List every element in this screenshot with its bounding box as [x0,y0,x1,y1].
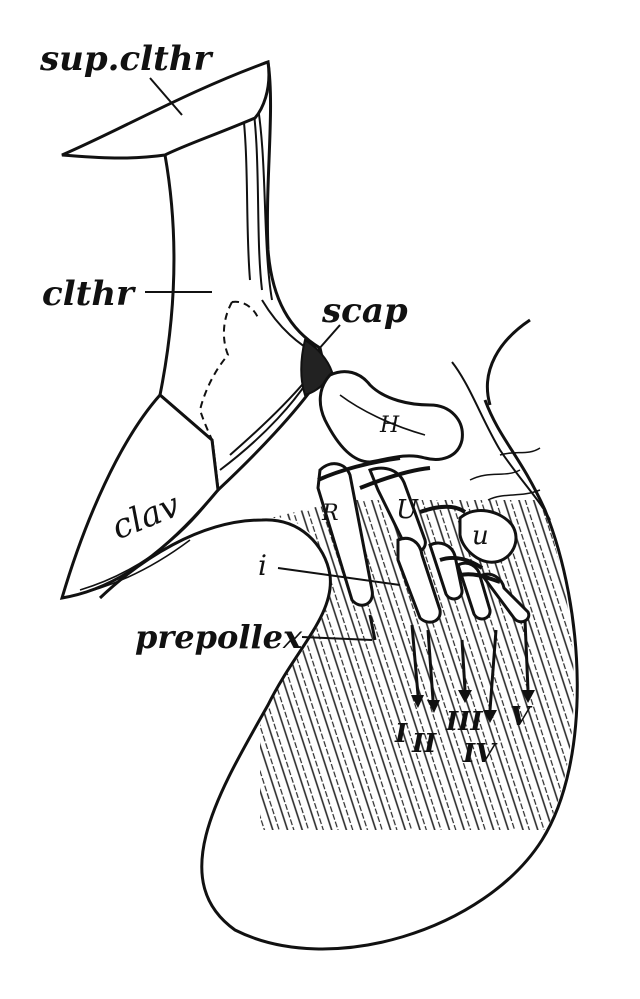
label-digit-4: IV [462,739,498,769]
carpal-3 [479,572,531,624]
leader-prepollex [301,636,373,641]
leader-lines [145,77,401,641]
label-digit-1: I [394,719,408,749]
label-sup-clthr: sup.clthr [39,39,214,79]
clavicle-shading [69,499,211,597]
digit-5 [523,619,530,691]
digit-tips [411,690,535,723]
fin-upper-edge [485,318,531,406]
radius-bone [316,462,374,607]
cleithrum-shading [219,84,321,471]
ulnare-bone [458,509,518,564]
leader-sup-clthr [149,77,183,116]
digit-3-tip [458,690,472,703]
fin-fold-outline [98,399,579,951]
humerus [318,370,464,464]
label-digit-5: V [510,702,533,732]
label-humerus: H [379,413,400,438]
label-prepollex: prepollex [135,618,303,656]
label-scap: scap [321,291,408,331]
digits [368,614,530,711]
fin-wrinkles [469,447,541,501]
clavicle [59,392,220,600]
label-ulnare: u [472,521,489,551]
digit-2-tip [427,700,440,713]
label-clthr: clthr [42,274,136,314]
intermedium-bone [396,536,442,624]
digit-1 [410,624,420,696]
digit-5-tip [521,690,535,703]
label-digit-3: III [445,707,483,737]
digit-2 [426,629,435,701]
humerus-inner [339,394,426,436]
fin-rays [260,500,574,830]
leader-intermedium [277,567,401,586]
digit-3 [460,639,467,691]
joint-marks [317,456,501,584]
carpal-2 [456,561,492,621]
label-digit-2: II [411,729,437,759]
prepollex-bone [368,614,377,641]
label-radius: R [321,501,339,526]
label-ulna: U [396,495,419,525]
leader-scap [317,324,341,351]
digit-4-tip [483,710,497,723]
digit-1-tip [411,695,424,708]
forearm-bones [316,462,531,624]
digit-4 [488,629,498,711]
label-intermedium: i [258,549,267,582]
cleithrum-dashed-outline [198,300,259,441]
supracleithrum [61,59,271,160]
